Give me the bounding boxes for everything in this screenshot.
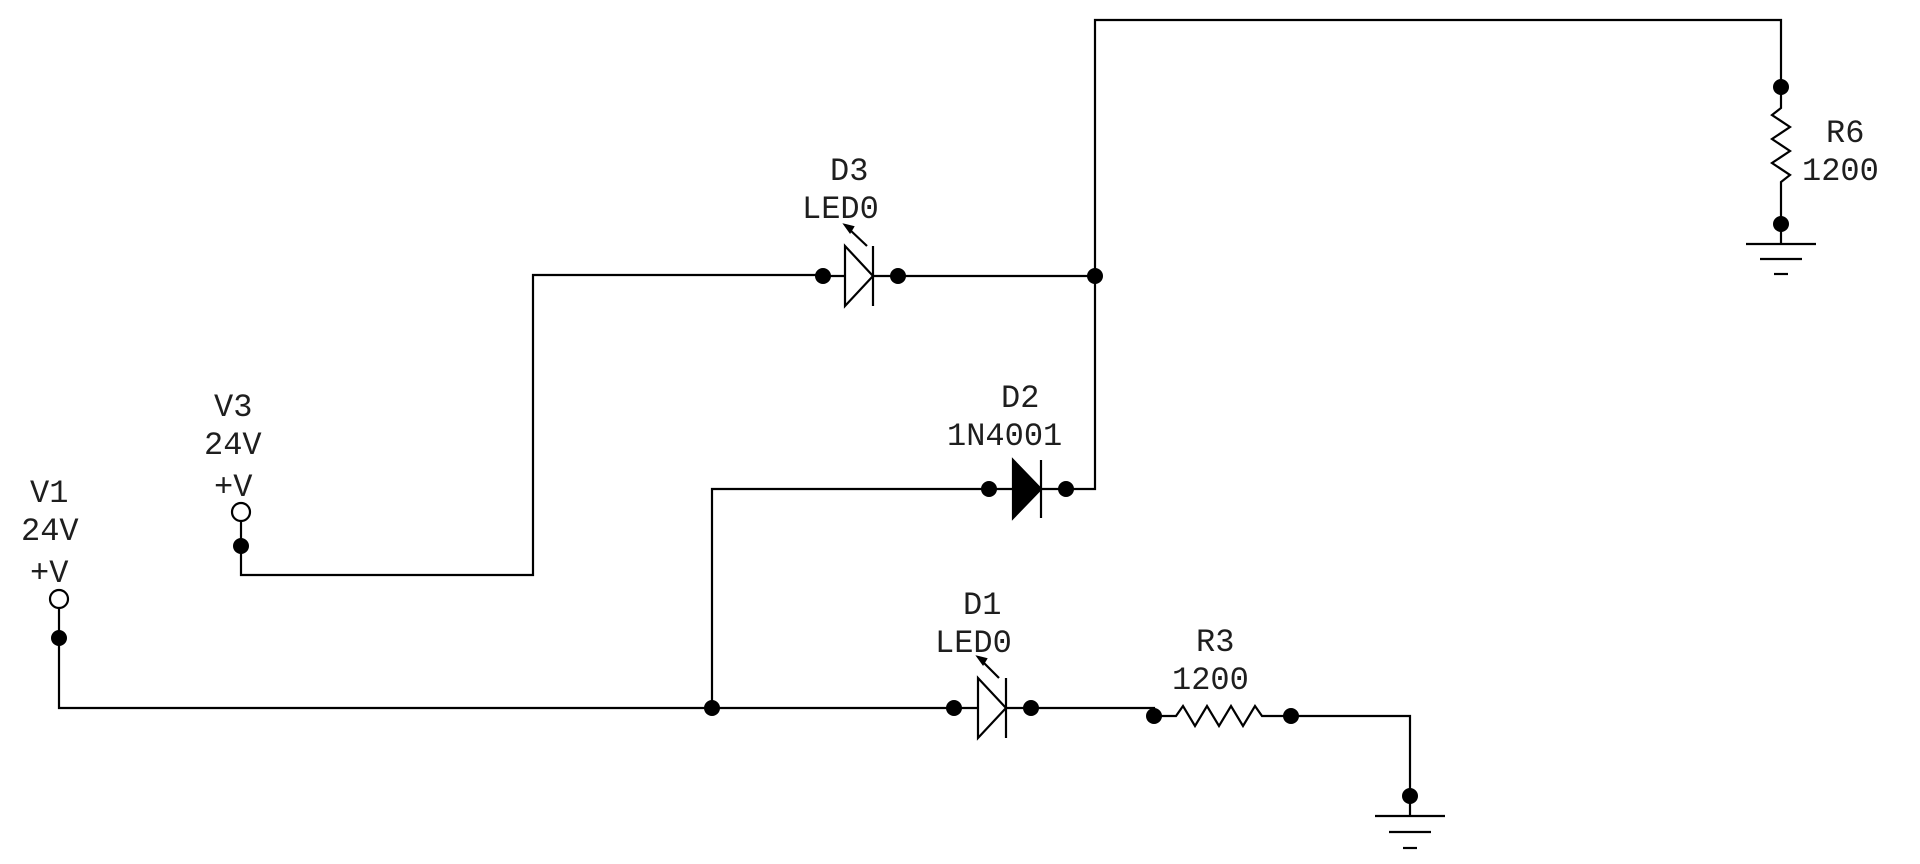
node-d1-cathode — [1023, 700, 1039, 716]
node-r3-right — [1283, 708, 1299, 724]
node-d2-anode — [981, 481, 997, 497]
node-r3-left — [1146, 708, 1162, 724]
node-d3-anode — [815, 268, 831, 284]
d2-value-label: 1N4001 — [947, 418, 1062, 455]
resistor-r3: R3 1200 — [1154, 624, 1291, 729]
led-d1: D1 LED0 — [935, 587, 1031, 741]
d1-value-label: LED0 — [935, 625, 1012, 662]
d3-diode-icon — [843, 243, 875, 309]
d3-value-label: LED0 — [802, 191, 879, 228]
d3-ref-label: D3 — [830, 153, 868, 190]
r6-zigzag-icon — [1770, 87, 1792, 224]
led-d3: D3 LED0 — [802, 153, 898, 309]
v1-value-label: 24V — [21, 513, 79, 550]
v3-symbol-label: +V — [214, 469, 253, 506]
d1-light-arrow-icon — [975, 655, 1000, 679]
wires — [57, 18, 1783, 816]
source-v3: V3 24V +V — [204, 389, 262, 546]
source-v1: V1 24V +V — [21, 475, 79, 638]
d1-ref-label: D1 — [963, 587, 1001, 624]
node-top-junction — [1087, 268, 1103, 284]
d1-diode-icon — [976, 675, 1008, 741]
node-main-junction — [704, 700, 720, 716]
v3-terminal-icon — [230, 501, 252, 523]
resistor-r6: R6 1200 — [1770, 87, 1879, 224]
wire-v3-to-d3 — [239, 273, 823, 577]
d2-ref-label: D2 — [1001, 380, 1039, 417]
v3-ref-label: V3 — [214, 389, 252, 426]
node-ground-r3 — [1402, 788, 1418, 804]
v3-value-label: 24V — [204, 427, 262, 464]
r6-ref-label: R6 — [1826, 115, 1864, 152]
ground-r3-icon — [1375, 814, 1445, 850]
node-d1-anode — [946, 700, 962, 716]
r3-zigzag-icon — [1154, 703, 1291, 729]
node-r6-bottom — [1773, 216, 1789, 232]
node-v3-pin — [233, 538, 249, 554]
r3-value-label: 1200 — [1172, 662, 1249, 699]
node-r6-top — [1773, 79, 1789, 95]
d3-light-arrow-icon — [842, 223, 868, 247]
wire-v1-to-junction — [57, 638, 712, 710]
wire-junction-to-d2 — [710, 487, 989, 708]
v1-symbol-label: +V — [30, 555, 69, 592]
r3-ref-label: R3 — [1196, 624, 1234, 661]
v1-ref-label: V1 — [30, 475, 68, 512]
v1-terminal-icon — [48, 588, 70, 610]
node-d2-cathode — [1058, 481, 1074, 497]
node-v1-pin — [51, 630, 67, 646]
connection-nodes — [51, 79, 1789, 804]
r6-value-label: 1200 — [1802, 153, 1879, 190]
wire-d2-to-node — [1066, 276, 1097, 491]
wire-node-to-r6 — [1093, 18, 1783, 276]
d2-diode-icon — [1011, 457, 1043, 521]
wire-d1-to-r3 — [1031, 706, 1156, 716]
diode-d2: D2 1N4001 — [947, 380, 1066, 521]
wire-r3-to-ground — [1291, 714, 1412, 816]
node-d3-cathode — [890, 268, 906, 284]
